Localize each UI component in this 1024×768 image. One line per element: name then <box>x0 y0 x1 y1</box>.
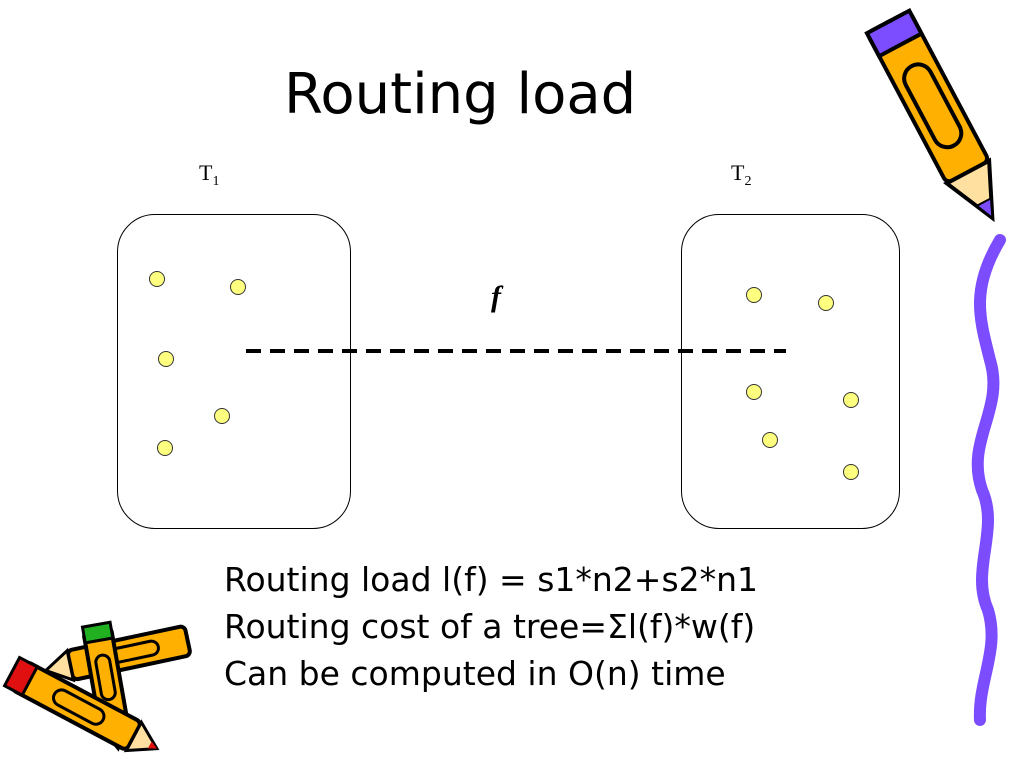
formula-block: Routing load l(f) = s1*n2+s2*n1 Routing … <box>224 556 758 697</box>
node-t2 <box>746 384 762 400</box>
tree-subscript-t1: 1 <box>212 174 220 189</box>
tree-name-t1: T <box>199 160 213 185</box>
node-t2 <box>762 432 778 448</box>
tree-box-t2 <box>681 214 900 529</box>
tree-label-t1: T1 <box>199 160 220 189</box>
node-t1 <box>158 351 174 367</box>
node-t2 <box>746 287 762 303</box>
tree-box-t1 <box>117 214 351 529</box>
tree-name-t2: T <box>731 160 745 185</box>
tree-subscript-t2: 2 <box>744 174 752 189</box>
formula-complexity: Can be computed in O(n) time <box>224 654 726 693</box>
tree-label-t2: T2 <box>731 160 752 189</box>
slide-title: Routing load <box>284 62 637 127</box>
formula-routing-cost: Routing cost of a tree=Σl(f)*w(f) <box>224 607 756 646</box>
node-t1 <box>230 279 246 295</box>
node-t1 <box>157 440 173 456</box>
edge-label: f <box>491 280 501 313</box>
node-t2 <box>843 392 859 408</box>
node-t2 <box>843 464 859 480</box>
node-t1 <box>149 271 165 287</box>
crossed-pencils-icon <box>2 620 192 753</box>
formula-routing-load: Routing load l(f) = s1*n2+s2*n1 <box>224 560 759 599</box>
pencil-icon <box>864 7 995 223</box>
purple-scribble-icon <box>971 234 1006 726</box>
node-t2 <box>818 295 834 311</box>
node-t1 <box>214 408 230 424</box>
